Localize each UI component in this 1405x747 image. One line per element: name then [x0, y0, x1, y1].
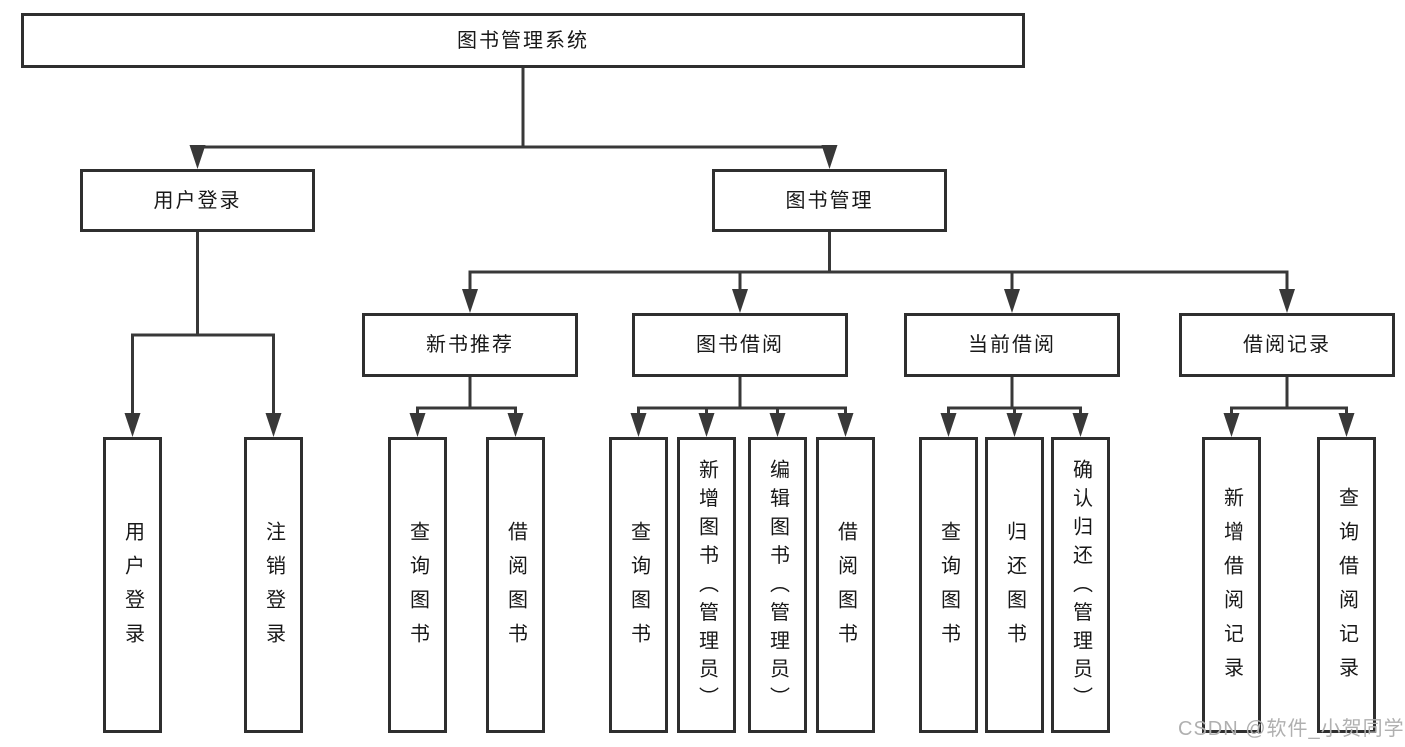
- diagram-node-label-v-borrow-book-2: 借阅图书: [834, 520, 857, 657]
- arrowhead-down-icon: [732, 289, 748, 313]
- arrowhead-down-icon: [630, 413, 647, 437]
- diagram-node-label-user-login: 用户登录: [153, 189, 242, 212]
- diagram-node-label-v-query-book-1: 查询图书: [406, 520, 429, 657]
- diagram-node-book-borrow: 图书借阅: [632, 313, 848, 377]
- diagram-node-v-query-book-1: 查询图书: [388, 437, 447, 733]
- diagram-node-label-v-query-borrow-record: 查询借阅记录: [1335, 486, 1358, 691]
- arrowhead-down-icon: [124, 413, 141, 437]
- diagram-node-v-return-book: 归还图书: [985, 437, 1044, 733]
- diagram-node-v-borrow-book-2: 借阅图书: [816, 437, 875, 733]
- diagram-node-user-login: 用户登录: [80, 169, 315, 232]
- diagram-node-current-borrow: 当前借阅: [904, 313, 1120, 377]
- diagram-node-v-confirm-return-admin: 确认归还（管理员）: [1051, 437, 1110, 733]
- arrowhead-down-icon: [1279, 289, 1295, 313]
- arrowhead-down-icon: [507, 413, 524, 437]
- diagram-node-label-borrow-records: 借阅记录: [1243, 334, 1331, 356]
- diagram-node-label-v-borrow-book-1: 借阅图书: [504, 520, 527, 657]
- diagram-node-label-new-book-recommend: 新书推荐: [426, 334, 514, 356]
- arrowhead-down-icon: [189, 145, 206, 169]
- arrowhead-down-icon: [1072, 413, 1089, 437]
- diagram-node-v-query-borrow-record: 查询借阅记录: [1317, 437, 1376, 733]
- diagram-node-label-book-management: 图书管理: [785, 189, 874, 212]
- diagram-node-label-v-user-login: 用户登录: [121, 520, 144, 657]
- diagram-node-v-edit-book-admin: 编辑图书（管理员）: [748, 437, 807, 733]
- diagram-node-v-logout: 注销登录: [244, 437, 303, 733]
- diagram-node-label-v-add-borrow-record: 新增借阅记录: [1220, 486, 1243, 691]
- diagram-node-label-root: 图书管理系统: [457, 29, 589, 52]
- arrowhead-down-icon: [698, 413, 715, 437]
- diagram-node-borrow-records: 借阅记录: [1179, 313, 1395, 377]
- diagram-node-label-v-confirm-return-admin: 确认归还（管理员）: [1069, 459, 1092, 716]
- arrowhead-down-icon: [265, 413, 282, 437]
- diagram-node-v-user-login: 用户登录: [103, 437, 162, 733]
- diagram-node-label-v-logout: 注销登录: [262, 520, 285, 657]
- diagram-node-v-add-borrow-record: 新增借阅记录: [1202, 437, 1261, 733]
- arrowhead-down-icon: [940, 413, 957, 437]
- arrowhead-down-icon: [1338, 413, 1355, 437]
- arrowhead-down-icon: [837, 413, 854, 437]
- diagram-node-v-add-book-admin: 新增图书（管理员）: [677, 437, 736, 733]
- diagram-node-label-v-edit-book-admin: 编辑图书（管理员）: [766, 459, 789, 716]
- diagram-node-label-v-return-book: 归还图书: [1003, 520, 1026, 657]
- diagram-node-label-v-query-book-2: 查询图书: [627, 520, 650, 657]
- diagram-node-label-current-borrow: 当前借阅: [968, 334, 1056, 356]
- diagram-node-label-v-query-book-3: 查询图书: [937, 520, 960, 657]
- diagram-node-new-book-recommend: 新书推荐: [362, 313, 578, 377]
- arrowhead-down-icon: [462, 289, 478, 313]
- arrowhead-down-icon: [1004, 289, 1020, 313]
- diagram-node-root: 图书管理系统: [21, 13, 1025, 68]
- arrowhead-down-icon: [769, 413, 786, 437]
- diagram-node-v-borrow-book-1: 借阅图书: [486, 437, 545, 733]
- diagram-node-label-v-add-book-admin: 新增图书（管理员）: [695, 459, 718, 716]
- arrowhead-down-icon: [821, 145, 838, 169]
- diagram-node-label-book-borrow: 图书借阅: [696, 334, 784, 356]
- diagram-node-book-management: 图书管理: [712, 169, 947, 232]
- csdn-watermark: CSDN @软件_小贺同学: [1178, 718, 1405, 740]
- diagram-node-v-query-book-2: 查询图书: [609, 437, 668, 733]
- diagram-node-v-query-book-3: 查询图书: [919, 437, 978, 733]
- arrowhead-down-icon: [409, 413, 426, 437]
- arrowhead-down-icon: [1006, 413, 1023, 437]
- arrowhead-down-icon: [1223, 413, 1240, 437]
